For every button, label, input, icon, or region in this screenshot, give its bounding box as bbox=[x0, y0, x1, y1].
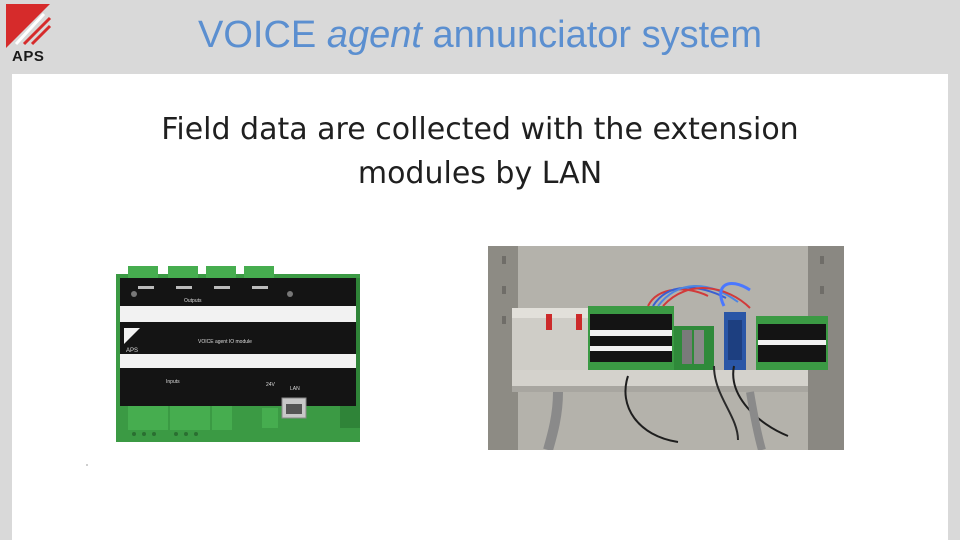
aps-logo bbox=[6, 4, 56, 68]
outputs-label: Outputs bbox=[184, 298, 202, 304]
title-prefix: VOICE bbox=[198, 14, 327, 56]
cabinet-photo bbox=[488, 246, 844, 450]
slide-header: APS VOICE agent annunciator system bbox=[0, 0, 960, 74]
slide-caption: Field data are collected with the extens… bbox=[12, 108, 948, 196]
v24-label: 24V bbox=[266, 382, 276, 388]
inputs-label: Inputs bbox=[166, 379, 180, 385]
io-module-photo: Outputs APS VOICE agent IO module Inputs… bbox=[110, 264, 362, 446]
artifact-dot bbox=[86, 464, 88, 466]
slide-body: Field data are collected with the extens… bbox=[12, 74, 948, 540]
logo-text: APS bbox=[12, 48, 45, 65]
caption-line-2: modules by LAN bbox=[357, 156, 603, 191]
title-suffix: annunciator system bbox=[421, 14, 762, 56]
caption-line-1: Field data are collected with the extens… bbox=[161, 112, 799, 147]
slide-title: VOICE agent annunciator system bbox=[0, 14, 960, 57]
lan-label: LAN bbox=[290, 386, 300, 392]
brand-label: APS bbox=[126, 348, 138, 354]
module-label: VOICE agent IO module bbox=[198, 339, 252, 345]
title-emph: agent bbox=[326, 14, 422, 56]
